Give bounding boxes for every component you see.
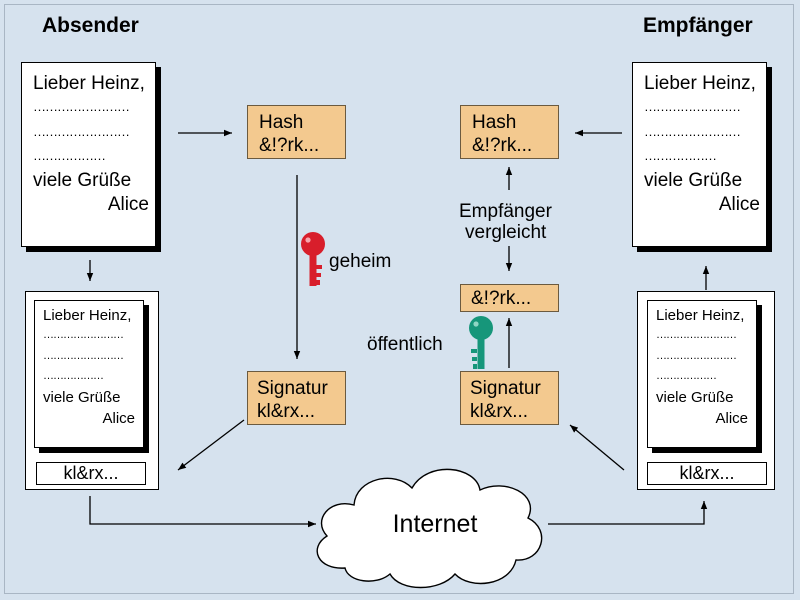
signature-value: kl&rx...	[257, 401, 316, 422]
signature-title: Signatur	[257, 378, 328, 399]
hash-value: &!?rk...	[472, 135, 533, 156]
receiver-heading: Empfänger	[643, 14, 753, 37]
letter-closing: viele Grüße	[43, 389, 121, 406]
letter-dots: ……………………	[656, 329, 737, 341]
arrow-internet-to-receiver	[548, 501, 708, 525]
letter-greeting: Lieber Heinz,	[644, 73, 756, 94]
letter-closing: viele Grüße	[33, 170, 132, 191]
letter-signature-name: Alice	[102, 410, 135, 427]
hash-title: Hash	[472, 112, 517, 133]
signature-value: kl&rx...	[470, 401, 529, 422]
letter-dots: ………………	[33, 148, 106, 163]
compare-label-line-1: Empfänger	[459, 201, 552, 222]
arrow-sender-to-internet	[89, 496, 316, 528]
hash-value: &!?rk...	[259, 135, 320, 156]
sender-small-letter: Lieber Heinz, …………………… …………………… ……………… v…	[34, 300, 144, 448]
receiver-decrypted-hash-box: &!?rk...	[460, 284, 559, 312]
letter-signature-name: Alice	[107, 194, 149, 215]
internet-label: Internet	[393, 510, 478, 538]
compare-label-line-2: vergleicht	[465, 222, 547, 243]
arrow-signature-to-envelope	[177, 419, 245, 471]
secret-key-label: geheim	[329, 251, 392, 272]
public-key-label: öffentlich	[367, 334, 443, 355]
letter-signature-name: Alice	[718, 194, 760, 215]
secret-key-icon	[301, 232, 325, 286]
receiver-small-letter: Lieber Heinz, …………………… …………………… ……………… v…	[647, 300, 757, 448]
letter-dots: ……………………	[33, 124, 130, 139]
letter-dots: ………………	[43, 370, 104, 382]
letter-dots: ……………………	[33, 99, 130, 114]
arrow-envelope-to-signature	[569, 424, 625, 471]
letter-greeting: Lieber Heinz,	[656, 307, 745, 324]
letter-closing: viele Grüße	[644, 170, 743, 191]
decrypted-hash-value: &!?rk...	[471, 288, 532, 309]
signature-title: Signatur	[470, 378, 541, 399]
receiver-signed-message: Lieber Heinz, …………………… …………………… ……………… v…	[637, 291, 775, 490]
letter-dots: ……………………	[656, 350, 737, 362]
letter-dots: ………………	[656, 370, 717, 382]
receiver-hash-box: Hash &!?rk...	[460, 105, 559, 159]
sender-hash-box: Hash &!?rk...	[247, 105, 346, 159]
internet-cloud-icon	[316, 468, 543, 589]
letter-greeting: Lieber Heinz,	[33, 73, 145, 94]
public-key-icon	[469, 316, 493, 369]
letter-dots: ……………………	[43, 350, 124, 362]
letter-dots: ……………………	[43, 329, 124, 341]
receiver-signature-box: Signatur kl&rx...	[460, 371, 559, 425]
diagram-frame	[4, 4, 794, 594]
signature-tag: kl&rx...	[36, 462, 146, 485]
hash-title: Hash	[259, 112, 304, 133]
letter-signature-name: Alice	[715, 410, 748, 427]
signature-tag: kl&rx...	[647, 462, 767, 485]
sender-signed-message: Lieber Heinz, …………………… …………………… ……………… v…	[25, 291, 159, 490]
letter-dots: ……………………	[644, 99, 741, 114]
sender-letter: Lieber Heinz, …………………… …………………… ……………… v…	[21, 62, 156, 247]
sender-signature-box: Signatur kl&rx...	[247, 371, 346, 425]
receiver-letter: Lieber Heinz, …………………… …………………… ……………… v…	[632, 62, 767, 247]
letter-dots: ………………	[644, 148, 717, 163]
letter-greeting: Lieber Heinz,	[43, 307, 132, 324]
sender-heading: Absender	[42, 14, 139, 37]
letter-dots: ……………………	[644, 124, 741, 139]
letter-closing: viele Grüße	[656, 389, 734, 406]
